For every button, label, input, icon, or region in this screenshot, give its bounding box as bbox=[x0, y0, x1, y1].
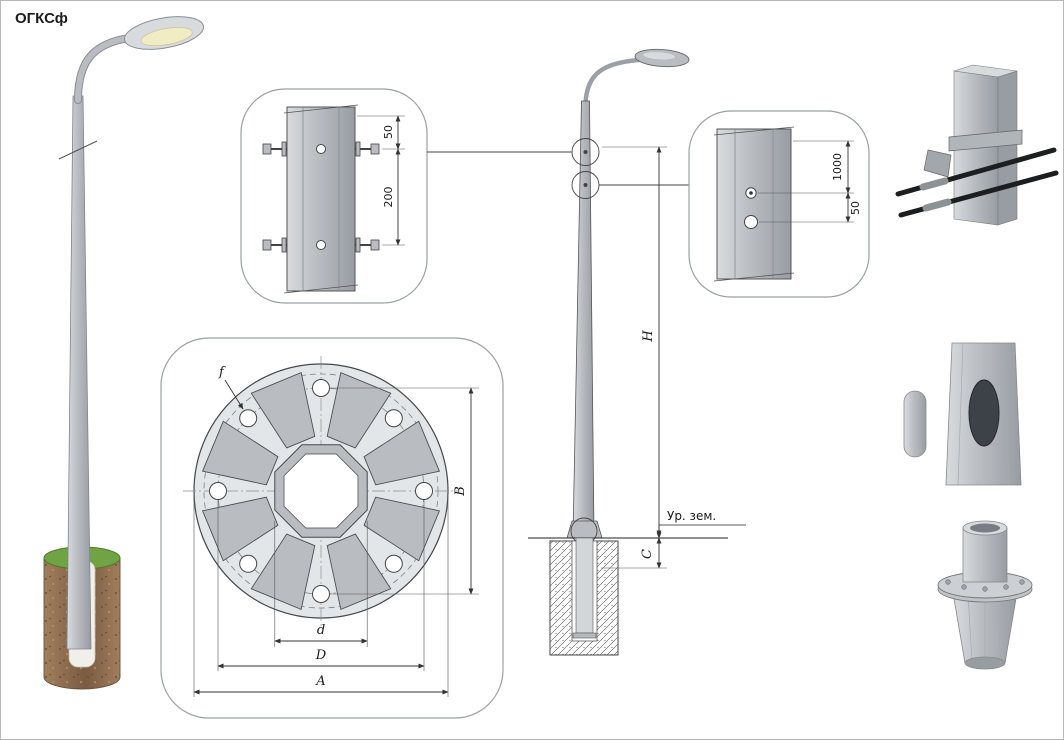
base-tube-bore bbox=[970, 523, 1000, 533]
base-tube bbox=[962, 527, 1008, 583]
cable-clamp-render bbox=[895, 64, 1059, 226]
pole-base-plate bbox=[572, 632, 597, 639]
drawing-title: ОГКСф bbox=[15, 10, 68, 27]
hatch-opening bbox=[968, 379, 1000, 447]
dim-1000-label: 1000 bbox=[831, 153, 844, 181]
dim-50-label: 50 bbox=[382, 125, 395, 139]
break-mark-top bbox=[283, 104, 359, 114]
mount-detail-bubble: 50 200 bbox=[240, 88, 428, 304]
dim-f-label: f bbox=[218, 365, 226, 380]
embedded-pole bbox=[575, 537, 594, 634]
luminaire-3d bbox=[124, 16, 204, 50]
band-clamp bbox=[948, 129, 1023, 152]
dim-d-label: d bbox=[317, 623, 325, 638]
dim-50-right-label: 50 bbox=[849, 201, 862, 215]
wedge-clamp-upper bbox=[919, 177, 949, 191]
elevation-luminaire bbox=[634, 48, 690, 68]
pole-section-holes bbox=[716, 128, 792, 280]
base-flange-bolts bbox=[945, 579, 1025, 592]
elevation-view: Ур. зем. H C bbox=[427, 48, 746, 656]
base-flange-render bbox=[937, 520, 1033, 670]
flange-top-view-bubble: f B d D A bbox=[160, 337, 504, 719]
luminaire-lens bbox=[140, 27, 193, 47]
pole-weld-mark bbox=[58, 140, 98, 160]
pole-section-front bbox=[286, 106, 356, 292]
tension-clamp bbox=[923, 149, 952, 178]
hatch-cover bbox=[903, 390, 927, 458]
pole-3d-render bbox=[43, 16, 204, 690]
dim-c-label: C bbox=[640, 549, 655, 559]
pole-shaft-3d bbox=[66, 95, 92, 650]
base-bottom bbox=[964, 656, 1006, 670]
column-top-face bbox=[953, 64, 1018, 78]
dim-h-label: H bbox=[641, 330, 656, 343]
detail-marker-lower bbox=[571, 171, 600, 199]
access-hatch-render bbox=[903, 342, 1022, 486]
dim-b-label: B bbox=[453, 486, 468, 497]
ground-level-label: Ур. зем. bbox=[667, 509, 716, 523]
wedge-clamp-lower bbox=[922, 198, 952, 212]
break-mark-bottom bbox=[283, 284, 359, 294]
elevation-pole-shaft bbox=[572, 100, 595, 537]
flange-bolt-holes bbox=[209, 379, 433, 603]
column-side-face bbox=[997, 70, 1018, 226]
dim-a-label: A bbox=[315, 674, 325, 689]
elevation-arm bbox=[583, 57, 642, 106]
holes-detail-bubble: 1000 50 bbox=[688, 110, 870, 298]
cable-hole bbox=[744, 215, 758, 229]
dim-200-label: 200 bbox=[382, 187, 395, 208]
dim-bigd-label: D bbox=[315, 648, 327, 663]
detail-marker-upper bbox=[571, 138, 600, 166]
